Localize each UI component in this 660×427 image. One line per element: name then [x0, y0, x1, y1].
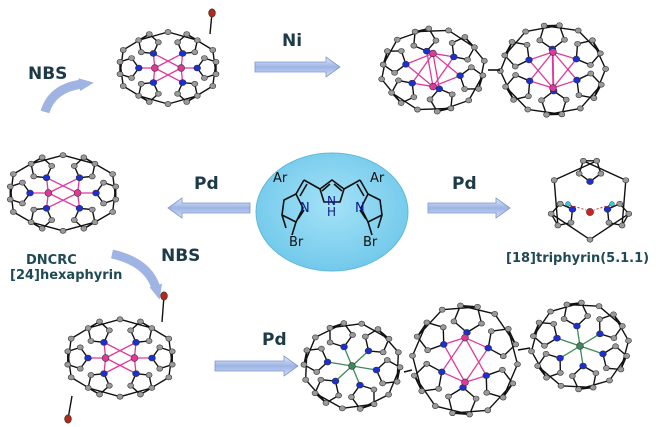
nbs-reagent-mid: NBS	[161, 246, 201, 266]
triphyrin-structure	[547, 157, 633, 243]
arrow-nbs-mid	[110, 249, 161, 290]
nitrogen-label-left: N	[300, 201, 310, 216]
palladium-trimer-structure	[300, 299, 632, 418]
pd-reagent-right: Pd	[452, 174, 477, 194]
dncrc-label: DNCRC	[26, 253, 77, 268]
hexaphyrin-label: [24]hexaphyrin	[10, 268, 123, 283]
arrow-nbs-top	[40, 79, 83, 114]
dibrominated-hexaphyrin-structure	[64, 291, 176, 424]
bromine-label-left: Br	[289, 235, 304, 250]
triphyrin-label: [18]triphyrin(5.1.1)	[506, 251, 650, 266]
arrow-to-dncrc	[167, 197, 251, 219]
arrow-to-triphyrin	[427, 197, 511, 219]
bromine-label-right: Br	[363, 235, 378, 250]
arrow-to-palladium-trimer	[214, 355, 299, 377]
nitrogen-label-right: N	[355, 201, 365, 216]
dibromo-tripyrrane-structure	[281, 179, 383, 236]
brominated-hexaphyrin-top	[116, 8, 220, 107]
arrow-to-nickel-dimer	[254, 56, 341, 78]
starting-material-ellipse	[255, 152, 409, 272]
ni-reagent: Ni	[282, 31, 303, 51]
pd-reagent-left: Pd	[194, 174, 219, 194]
nickel-dimer-structure	[378, 22, 609, 118]
dncrc-hexaphyrin-structure	[6, 152, 120, 234]
nbs-reagent-top: NBS	[28, 64, 68, 84]
aryl-label-right: Ar	[370, 171, 385, 186]
aryl-label-left: Ar	[273, 171, 288, 186]
pd-reagent-bottom: Pd	[262, 330, 287, 350]
